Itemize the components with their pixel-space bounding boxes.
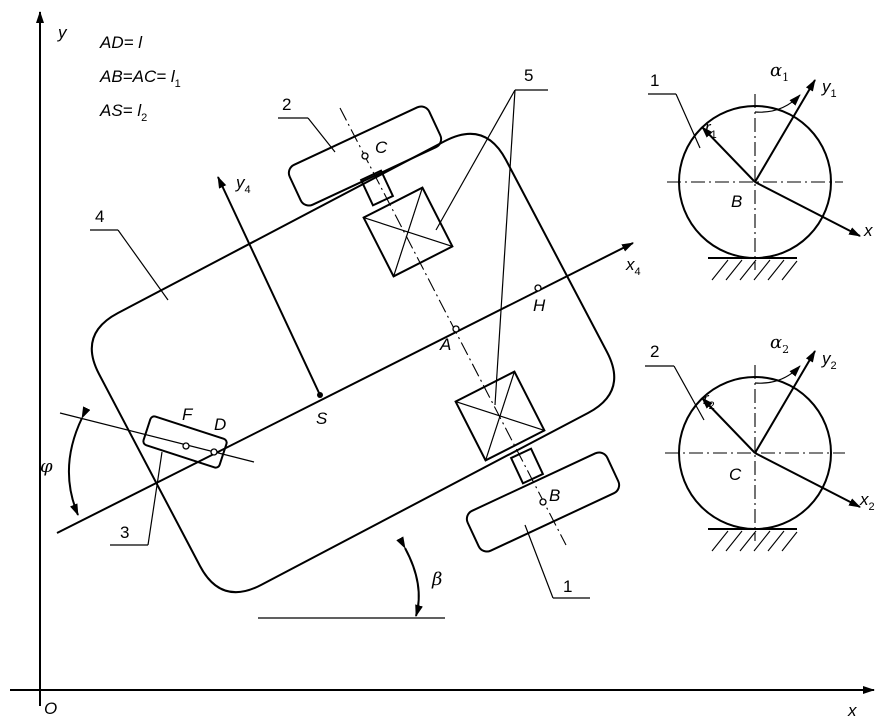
legend-ad: AD= l [99,33,143,52]
wheel-2-detail: 2 r2 α2 y2 x2 C [645,332,875,552]
legend-ab-ac: AB=AC= l1 [99,67,181,90]
wheel-2-alpha-label: α2 [770,332,789,356]
point-h-label: H [533,296,546,315]
wheel-2-y-axis [754,350,816,454]
wheel-1-r-label: r1 [705,118,717,141]
y4-axis [217,176,321,396]
callout-3: 3 [120,523,129,542]
wheel-2-y-label: y2 [821,349,837,372]
wheel-c [287,105,443,207]
legend-as: AS= l2 [99,101,147,124]
point-f-label: F [182,405,194,424]
point-b-label: B [549,486,560,505]
wheel-2-x-label: x2 [859,490,875,513]
wheel-b-shaft [509,447,545,485]
callout-4: 4 [95,207,104,226]
point-a-label: A [439,335,451,354]
beta-angle-arc [396,536,423,617]
motor-b [454,370,546,462]
wheel-1-number: 1 [650,71,659,90]
wheel-c-assembly [287,105,454,278]
wheel-1-y-axis [754,79,816,183]
legend-definitions: AD= l AB=AC= l1 AS= l2 [99,33,181,124]
point-s-label: S [316,409,328,428]
wheel-1-detail: 1 r1 α1 y1 x B [648,60,873,281]
phi-angle-arc [67,406,91,516]
callout-5: 5 [524,66,533,85]
beta-label: β [431,569,442,590]
wheel-2-radius [701,397,756,454]
wheel-2-x-axis [754,452,861,508]
wheel-2-alpha-arc [754,365,801,384]
wheel-1-center-label: B [731,192,742,211]
caster-orientation-line [59,412,255,463]
motor-c [362,186,454,278]
wheel-1-x-axis [754,181,861,237]
wheel-c-shaft [359,169,395,207]
wheel-1-alpha-label: α1 [770,60,789,84]
callout-1: 1 [563,577,572,596]
point-c-label: C [375,138,388,157]
global-axes: y x O [10,11,875,720]
wheel-1-y-label: y1 [821,77,837,100]
y4-label: y4 [235,173,251,196]
callouts: 4 2 5 3 1 [90,66,590,599]
points: A H S D F C B [182,138,560,506]
wheel-b [465,451,621,553]
robot-body [90,132,616,594]
x-axis-label: x [847,701,857,720]
x4-label: x4 [625,255,641,278]
wheel-2-number: 2 [650,342,659,361]
axle-centerline [339,107,567,546]
x4-axis [56,242,634,534]
phi-label: φ [40,456,53,477]
wheel-b-assembly [454,370,621,553]
wheel-1-radius [701,126,756,183]
wheel-1-alpha-arc [754,94,801,113]
wheel-2-center-label: C [729,465,742,484]
wheel-2-r-label: r2 [703,389,715,412]
y-axis-label: y [57,23,68,42]
origin-label: O [44,699,57,718]
point-d-label: D [214,415,226,434]
callout-2: 2 [282,95,291,114]
wheel-1-x-label: x [863,221,873,240]
